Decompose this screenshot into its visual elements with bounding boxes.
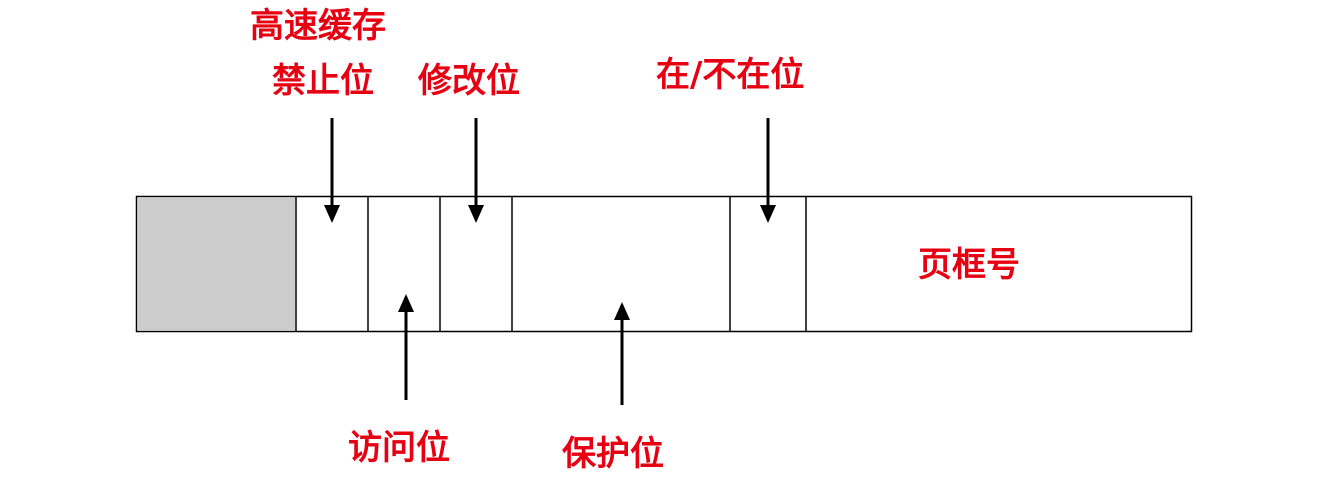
arrow-cache-disable: [324, 118, 340, 223]
entry-box: [135, 195, 1193, 333]
label-present: 在/不在位: [656, 55, 805, 95]
field-dividers: [295, 196, 807, 331]
reserved-field: [138, 198, 295, 330]
label-page-frame: 页框号: [918, 245, 1020, 285]
label-cache-disable-line2: 禁止位: [272, 61, 374, 101]
arrow-modified: [468, 118, 484, 223]
label-protection: 保护位: [562, 434, 664, 474]
label-cache-disable-line1: 高速缓存: [250, 6, 386, 46]
label-referenced: 访问位: [348, 428, 450, 468]
arrow-present: [760, 118, 776, 223]
arrow-referenced: [398, 294, 414, 400]
arrow-protection: [614, 302, 630, 405]
label-modified: 修改位: [418, 61, 520, 101]
